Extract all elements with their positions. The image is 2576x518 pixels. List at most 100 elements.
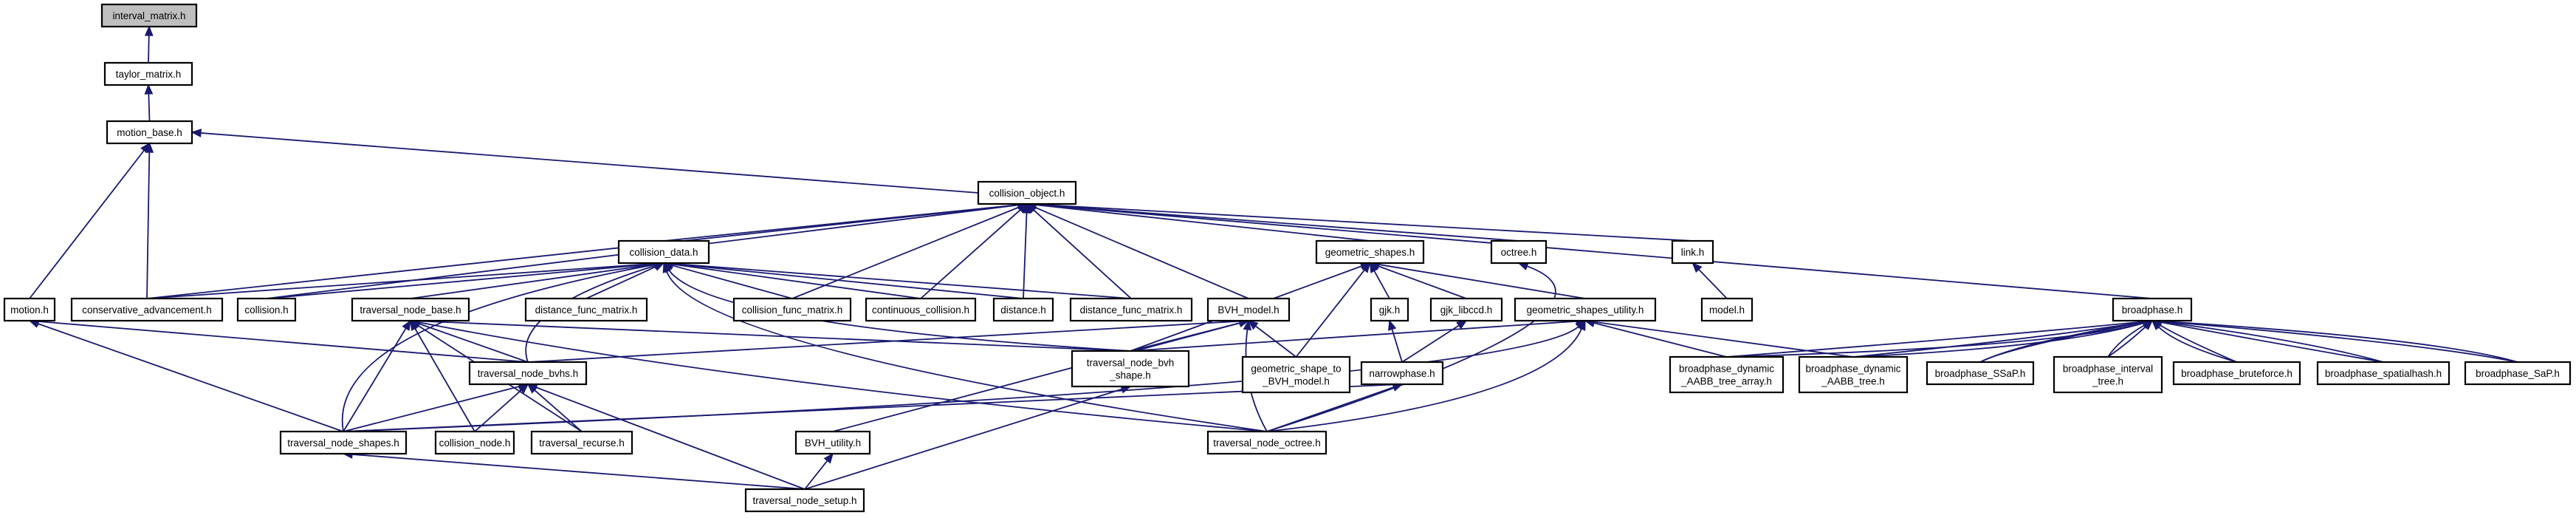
file-node-motion[interactable]: motion.h [3,297,56,322]
node-box [2464,361,2572,386]
file-node-distance[interactable]: distance.h [992,297,1054,322]
file-node-conservative-advancement[interactable]: conservative_advancement.h [70,297,224,322]
include-edge [342,450,806,490]
file-node-traversal-node-bvhs[interactable]: traversal_node_bvhs.h [468,361,588,386]
node-label: collision_func_matrix.h [742,304,843,316]
file-node-broadphase-ssap[interactable]: broadphase_SSaP.h [1926,361,2035,386]
node-label: geometric_shapes_utility.h [1527,304,1644,316]
file-node-distance-func-matrix1[interactable]: distance_func_matrix.h [524,297,648,322]
file-node-geometric-shape-to-bvh-model[interactable]: geometric_shape_to_BVH_model.h [1241,355,1351,394]
file-node-taylor-matrix[interactable]: taylor_matrix.h [103,61,193,86]
node-label: traversal_node_bvhs.h [478,368,579,379]
node-box [1069,297,1193,322]
file-node-motion-base[interactable]: motion_base.h [106,120,193,145]
file-node-collision[interactable]: collision.h [236,297,297,322]
file-node-collision-object[interactable]: collision_object.h [977,180,1077,205]
node-label: BVH_utility.h [805,437,861,449]
node-label: motion.h [10,304,49,316]
node-box [2053,355,2163,394]
file-node-narrowphase[interactable]: narrowphase.h [1360,361,1444,386]
include-edge [1368,260,1586,299]
file-node-collision-func-matrix[interactable]: collision_func_matrix.h [732,297,852,322]
file-node-broadphase-dynamic-aabb-tree[interactable]: broadphase_dynamic_AABB_tree.h [1798,355,1909,394]
node-label: collision_object.h [989,188,1065,199]
node-box [279,430,408,455]
node-label: link.h [1681,247,1705,258]
node-box [1241,355,1351,394]
file-node-traversal-node-octree[interactable]: traversal_node_octree.h [1206,430,1328,455]
node-label: collision_node.h [439,437,511,449]
file-node-gjk[interactable]: gjk.h [1370,297,1409,322]
node-label: gjk_libccd.h [1440,304,1493,316]
node-box [351,297,470,322]
include-edge [1584,318,1727,358]
include-edge [1388,319,1403,363]
file-node-collision-data[interactable]: collision_data.h [617,239,710,265]
file-node-traversal-recurse[interactable]: traversal_recurse.h [530,430,633,455]
include-edge [1726,317,2154,358]
node-label: geometric_shape_to [1251,364,1341,375]
file-node-bvh-utility[interactable]: BVH_utility.h [794,430,871,455]
file-node-broadphase-bruteforce[interactable]: broadphase_bruteforce.h [2172,361,2301,386]
file-node-distance-func-matrix2[interactable]: distance_func_matrix.h [1069,297,1193,322]
node-label: _BVH_model.h [1262,376,1330,387]
include-edge [1026,200,1693,242]
include-edge [409,319,529,363]
node-box [1360,361,1444,386]
node-box [732,297,852,322]
file-nodes: interval_matrix.htaylor_matrix.hmotion_b… [3,3,2572,513]
include-edge [1369,262,1467,299]
node-box [617,239,710,265]
node-box [992,297,1054,322]
node-label: distance.h [1000,304,1046,316]
file-node-broadphase-dynamic-aabb-tree-array[interactable]: broadphase_dynamic_AABB_tree_array.h [1669,355,1785,394]
file-node-continuous-collision[interactable]: continuous_collision.h [865,297,977,322]
node-box [1206,297,1291,322]
node-label: broadphase_SSaP.h [1935,368,2026,379]
include-edge [144,25,154,64]
node-box [1490,239,1548,265]
arrowhead-icon [2142,319,2154,330]
node-label: _shape.h [1109,370,1151,381]
include-edge [1266,262,1556,432]
node-box [794,430,871,455]
include-edge [1369,262,1390,299]
file-node-octree[interactable]: octree.h [1490,239,1548,265]
node-label: gjk.h [1379,304,1401,316]
include-edge [662,259,1024,299]
node-box [530,430,633,455]
file-node-traversal-node-setup[interactable]: traversal_node_setup.h [744,488,865,513]
include-edge [1852,318,2154,358]
arrowhead-icon [1456,320,1468,330]
dependency-edges [28,25,2518,490]
file-node-broadphase-interval-tree[interactable]: broadphase_interval_tree.h [2053,355,2163,394]
include-edge [28,319,344,432]
file-node-collision-node[interactable]: collision_node.h [434,430,515,455]
file-node-bvh-model[interactable]: BVH_model.h [1206,297,1291,322]
node-label: traversal_node_bvh [1087,358,1175,369]
file-node-broadphase-spatialhash[interactable]: broadphase_spatialhash.h [2316,361,2450,386]
file-node-broadphase[interactable]: broadphase.h [2112,297,2193,322]
file-node-geometric-shapes-utility[interactable]: geometric_shapes_utility.h [1514,297,1657,322]
node-label: broadphase_dynamic [1805,364,1900,375]
file-node-model[interactable]: model.h [1700,297,1754,322]
file-node-geometric-shapes[interactable]: geometric_shapes.h [1315,239,1425,265]
node-label: model.h [1709,304,1745,316]
include-edge [144,84,154,122]
file-node-link[interactable]: link.h [1671,239,1714,265]
file-node-broadphase-sap[interactable]: broadphase_SaP.h [2464,361,2572,386]
arrowhead-icon [823,452,834,464]
file-node-traversal-node-shapes[interactable]: traversal_node_shapes.h [279,430,408,455]
file-node-traversal-node-bvh-shape[interactable]: traversal_node_bvh_shape.h [1071,350,1190,388]
node-box [434,430,515,455]
file-node-traversal-node-base[interactable]: traversal_node_base.h [351,297,470,322]
node-label: motion_base.h [117,127,182,138]
node-box [1315,239,1425,265]
include-edge [28,317,529,363]
include-edge [1295,262,1371,358]
arrowhead-icon [518,383,529,394]
include-edge [1266,383,1404,432]
file-node-gjk-libccd[interactable]: gjk_libccd.h [1429,297,1503,322]
node-label: traversal_recurse.h [539,437,625,449]
